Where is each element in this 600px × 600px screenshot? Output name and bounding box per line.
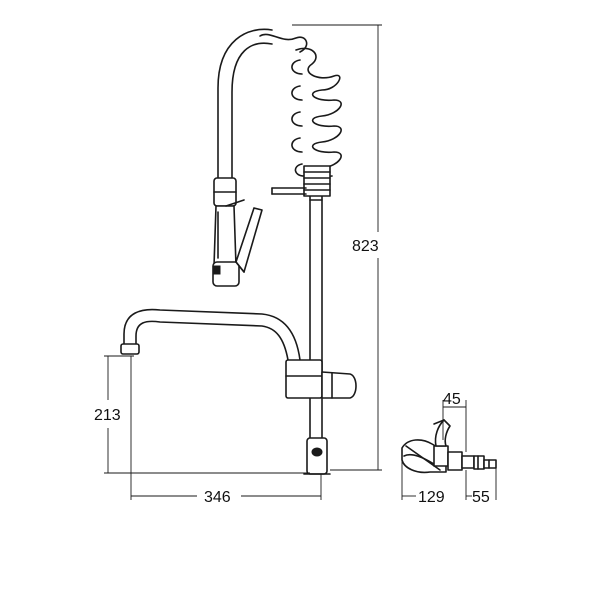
swivel-spout bbox=[120, 308, 301, 361]
spray-head bbox=[212, 177, 263, 287]
riser-pipe bbox=[309, 194, 323, 439]
valve-side-view bbox=[401, 419, 497, 474]
connection-length-label: 55 bbox=[472, 489, 490, 506]
spray-head-hook bbox=[271, 187, 307, 195]
dimension-spout-height: 213 bbox=[94, 355, 310, 474]
dimension-spout-reach: 346 bbox=[130, 356, 322, 506]
spout-height-label: 213 bbox=[94, 407, 121, 424]
spout-reach-label: 346 bbox=[204, 489, 231, 506]
wall-projection-label: 129 bbox=[418, 489, 445, 506]
pre-rinse-tap-front-view bbox=[120, 28, 357, 475]
dimension-connection-length: 55 bbox=[466, 468, 497, 506]
dimension-handle-offset: 45 bbox=[442, 391, 467, 452]
dimension-overall-height: 823 bbox=[292, 24, 382, 471]
spring-coil bbox=[259, 33, 342, 197]
wall-flange bbox=[303, 437, 331, 475]
handle-offset-label: 45 bbox=[443, 391, 461, 408]
dimension-wall-projection: 129 bbox=[401, 458, 467, 506]
valve-body bbox=[285, 359, 357, 399]
overall-height-label: 823 bbox=[352, 238, 379, 255]
flexible-hose bbox=[217, 28, 273, 179]
